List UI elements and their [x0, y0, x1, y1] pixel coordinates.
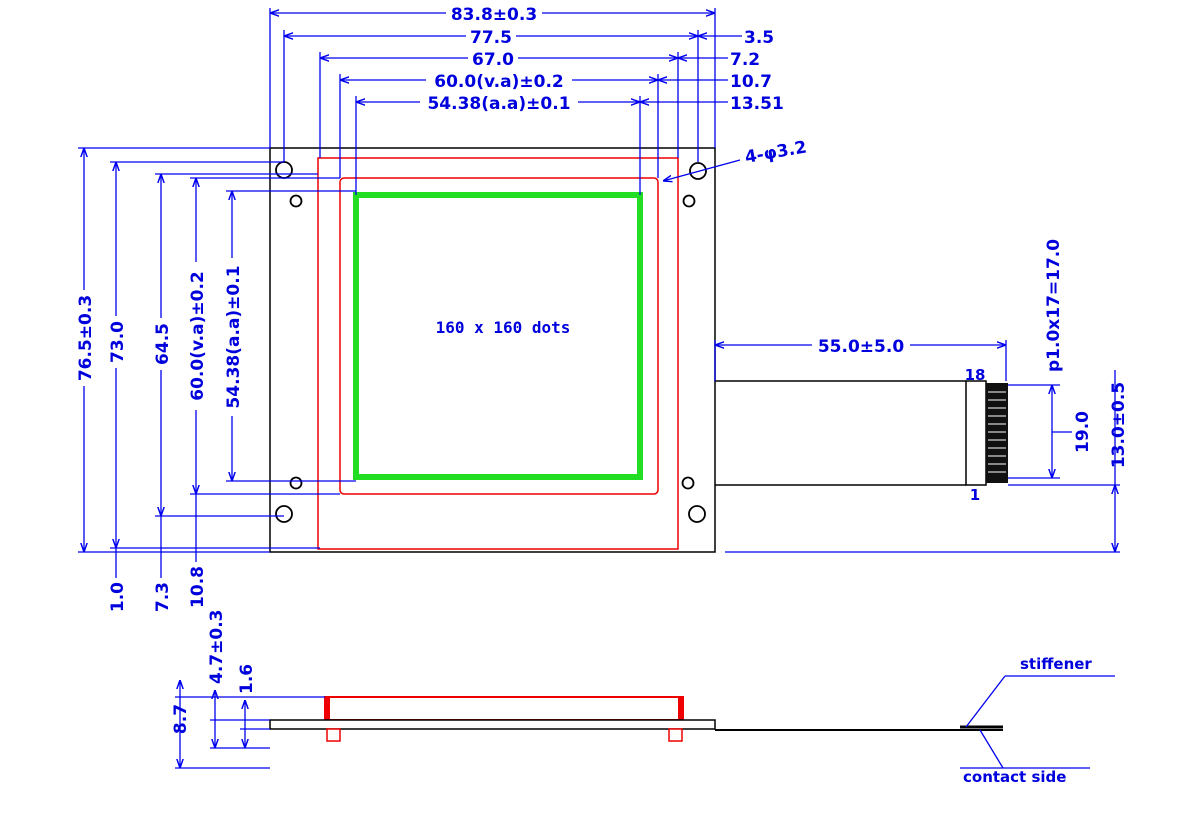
resolution-label: 160 x 160 dots [436, 318, 571, 337]
dim-fpc-length: 55.0±5.0 [818, 337, 904, 357]
dim-width-bezel: 67.0 [472, 50, 514, 70]
dim-width-aa: 54.38(a.a)±0.1 [427, 94, 570, 114]
top-dimensions: 83.8±0.3 77.5 67.0 60.0(v.a)±0.2 54.38(a… [269, 3, 808, 195]
fpc-contact-stripes [988, 391, 1006, 473]
module-outline [269, 147, 716, 553]
dim-thickness-total: 4.7±0.3 [207, 610, 227, 684]
pin-18-label: 18 [965, 366, 986, 384]
dim-height-side: 8.7 [171, 704, 191, 734]
dim-height-hole-pitch: 73.0 [108, 321, 128, 363]
mount-hole-top-left [275, 161, 293, 179]
stiffener-label: stiffener [1020, 655, 1092, 673]
dim-bottom-hole: 1.0 [108, 582, 128, 612]
small-hole [289, 476, 303, 490]
pin-1-label: 1 [970, 486, 980, 504]
side-view: stiffener contact side 8.7 4.7±0.3 1.6 [171, 610, 1115, 786]
contact-side-label: contact side [963, 768, 1066, 786]
side-clip-right [668, 728, 683, 742]
left-dimensions: 76.5±0.3 73.0 64.5 60.0(v.a)±0.2 54.38(a… [74, 147, 356, 612]
dim-width-overall: 83.8±0.3 [451, 5, 537, 25]
dim-offset-bezel: 7.2 [730, 50, 760, 70]
dim-height-bezel: 64.5 [153, 323, 173, 365]
dim-height-overall: 76.5±0.3 [76, 295, 96, 381]
dim-fpc-contact-width: 19.0 [1073, 411, 1093, 453]
dim-width-va: 60.0(v.a)±0.2 [434, 72, 563, 92]
small-hole [682, 194, 696, 208]
viewing-area-frame [339, 177, 659, 495]
dim-offset-va: 10.7 [730, 72, 772, 92]
hole-callout-leader [663, 159, 741, 181]
side-bezel-tab-left [325, 697, 330, 720]
mount-hole-bottom-right [688, 505, 706, 523]
side-bezel [324, 696, 684, 721]
dim-offset-aa: 13.51 [730, 94, 784, 114]
active-area [353, 192, 643, 480]
dim-height-va: 60.0(v.a)±0.2 [188, 271, 208, 400]
side-pcb [269, 719, 716, 730]
dim-height-aa: 54.38(a.a)±0.1 [224, 265, 244, 408]
small-hole [289, 194, 303, 208]
dim-thickness-pcb: 1.6 [237, 664, 257, 694]
bezel-outer [317, 157, 679, 550]
fpc-contacts [986, 383, 1008, 483]
dim-bottom-va: 10.8 [188, 566, 208, 608]
dim-offset-hole: 3.5 [744, 28, 774, 48]
dim-fpc-width: 13.0±0.5 [1109, 382, 1129, 468]
dim-width-hole-pitch: 77.5 [470, 28, 512, 48]
fpc-dimensions: 55.0±5.0 p1.0x17=17.0 19.0 13.0±0.5 [714, 239, 1129, 553]
dim-fpc-pitch: p1.0x17=17.0 [1044, 239, 1064, 372]
side-bezel-tab-right [678, 697, 683, 720]
dim-bottom-bezel: 7.3 [153, 582, 173, 612]
mount-hole-bottom-left [275, 505, 293, 523]
fpc-stiffener [965, 380, 987, 486]
side-clip-left [326, 728, 341, 742]
hole-spec: 4-φ3.2 [743, 137, 808, 168]
small-hole [681, 476, 695, 490]
front-view: 160 x 160 dots 18 1 [269, 147, 1008, 553]
